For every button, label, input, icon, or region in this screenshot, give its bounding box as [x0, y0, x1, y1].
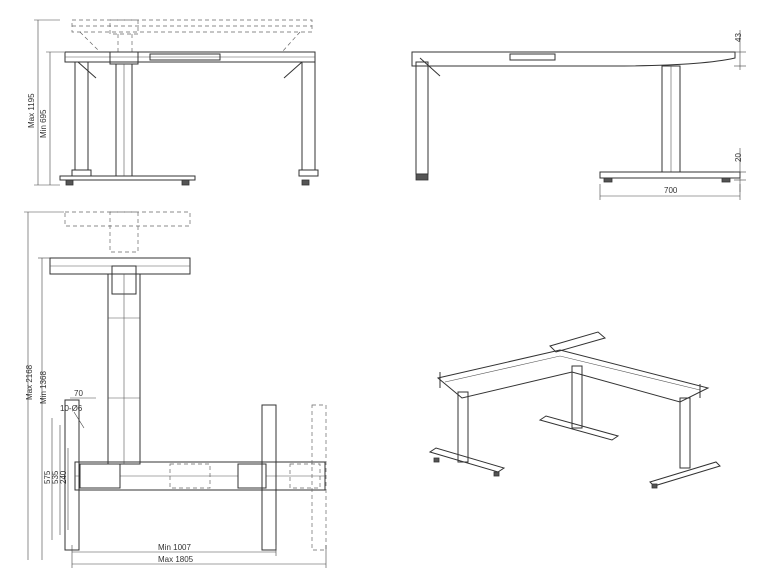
max-width-label: Max 1805	[158, 555, 194, 564]
side-view: 43 20 700	[411, 30, 746, 200]
foot-height-label: 20	[734, 153, 743, 162]
hole-label: 10-Ø6	[60, 404, 83, 413]
dim-240-label: 240	[59, 470, 68, 484]
min-height-label: Min 695	[39, 109, 48, 138]
isometric-view	[428, 331, 721, 489]
depth-label: 700	[664, 186, 678, 195]
max-height-label: Max 1195	[27, 93, 36, 128]
max-length-label: Max 2168	[25, 364, 34, 400]
min-width-label: Min 1007	[158, 543, 191, 552]
top-thickness-label: 43	[734, 33, 743, 42]
dim-70-label: 70	[74, 389, 83, 398]
min-length-label: Min 1368	[39, 371, 48, 404]
dim-535-label: 535	[51, 470, 60, 484]
front-view: Max 1195 Min 695	[27, 19, 319, 186]
dim-575-label: 575	[43, 470, 52, 484]
top-view: Max 2168 Min 1368 70 10-Ø6 575 535 240 M…	[24, 211, 327, 568]
